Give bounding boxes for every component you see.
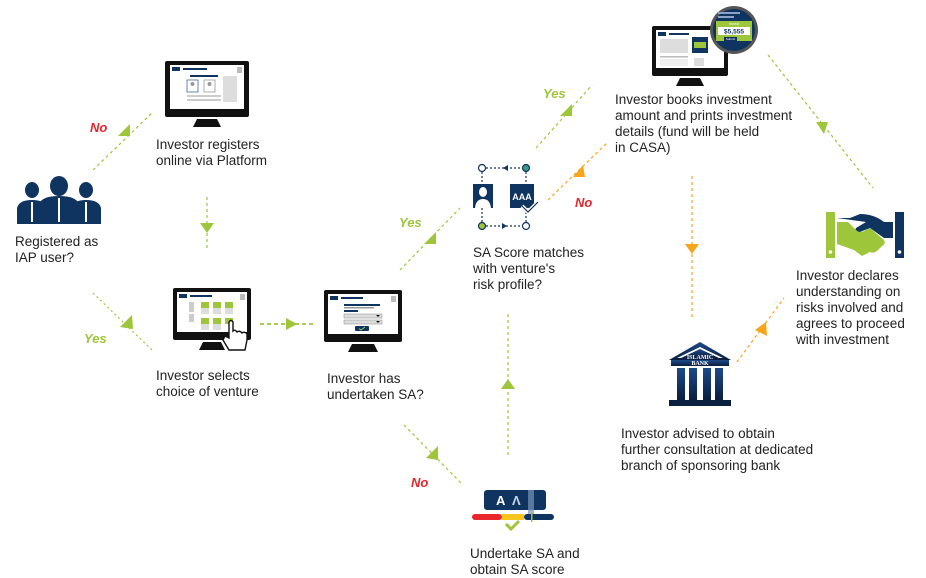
svg-text:AAA: AAA <box>512 192 532 202</box>
profile-match-icon: AAA <box>473 163 540 231</box>
arrowhead <box>426 446 438 460</box>
monitor-venture-select-icon <box>173 288 251 351</box>
node-label: Registered as IAP user? <box>15 234 99 265</box>
edge-label-yes-match: Yes <box>543 86 566 101</box>
svg-text:$5,555: $5,555 <box>724 29 744 36</box>
aaa-rating-icon: AAA <box>510 184 540 215</box>
arrowhead <box>501 379 515 389</box>
node-label: Investor has undertaken SA? <box>327 371 424 402</box>
svg-text:Invest: Invest <box>729 21 741 26</box>
node-label: Investor selects choice of venture <box>156 368 259 399</box>
monitor-sa-form-icon <box>324 290 402 352</box>
arrow-match-to-book <box>535 84 593 149</box>
svg-text:BANK: BANK <box>691 361 709 367</box>
edge-label-yes-sa-done: Yes <box>399 215 422 230</box>
arrow-declare-to-bank <box>736 297 785 363</box>
svg-text:ISLAMIC: ISLAMIC <box>687 355 713 361</box>
arrowhead <box>118 124 130 136</box>
arrow-registered-to-select <box>92 292 153 351</box>
sa-score-gauge-icon: A Λ <box>472 490 554 532</box>
edge-label-no-register: No <box>90 120 108 135</box>
svg-text:Submit: Submit <box>726 37 736 41</box>
arrowhead <box>560 104 572 116</box>
edge-label-no-match: No <box>575 195 593 210</box>
monitor-invest-magnifier-icon: Invest $5,555 Submit <box>652 6 758 86</box>
arrow-book-to-declare <box>767 54 874 189</box>
monitor-registration-icon <box>165 61 249 127</box>
node-label: Investor books investment amount and pri… <box>615 92 793 155</box>
node-label: SA Score matches with venture's risk pro… <box>473 245 585 292</box>
handshake-icon <box>826 212 904 258</box>
arrowhead <box>755 322 767 336</box>
users-group-icon <box>17 176 101 224</box>
hand-cursor-icon <box>222 319 248 351</box>
arrowhead <box>573 165 585 177</box>
arrow-book-to-match-no <box>547 141 609 201</box>
magnifier-icon: Invest $5,555 Submit <box>710 6 758 54</box>
arrowhead <box>816 122 828 134</box>
edge-label-no-sa-done: No <box>411 475 429 490</box>
arrowhead <box>200 223 214 233</box>
svg-text:A: A <box>496 493 506 508</box>
arrowhead <box>120 315 133 329</box>
svg-text:Λ: Λ <box>512 493 521 508</box>
node-label: Investor advised to obtain further consu… <box>621 426 814 473</box>
edge-label-yes-registered: Yes <box>84 331 107 346</box>
arrow-registered-to-register <box>92 111 154 171</box>
node-label: Investor registers online via Platform <box>156 137 268 168</box>
arrowhead <box>286 318 297 330</box>
arrowhead <box>685 244 699 254</box>
node-label: Investor declares understanding on risks… <box>796 268 905 347</box>
islamic-bank-icon: ISLAMIC BANK <box>669 342 731 406</box>
arrowhead <box>424 232 436 244</box>
arrow-sa-to-undertake <box>403 424 462 484</box>
node-label: Undertake SA and obtain SA score <box>470 546 580 577</box>
user-profile-icon <box>473 184 493 208</box>
